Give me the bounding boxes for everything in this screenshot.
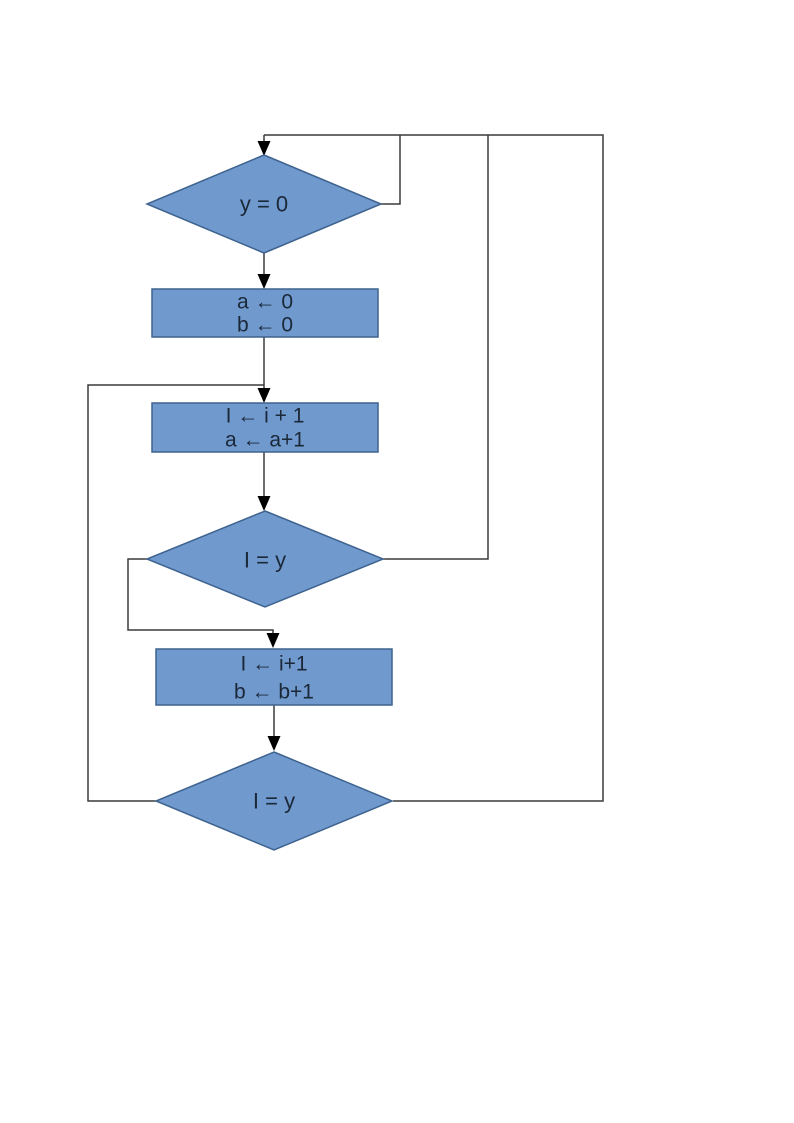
decision-bottom-label: I = y (253, 789, 295, 814)
process-inc-b-line-1: I ← i+1 (240, 653, 307, 676)
arrow-head-icon (257, 274, 271, 289)
process-inc-b-box (155, 648, 393, 706)
edge-far-right-loop (264, 134, 604, 802)
edge-right-loop-mid (383, 135, 489, 560)
decision-top-label: y = 0 (240, 192, 288, 217)
edge-self-loop-right (380, 135, 401, 205)
edge-far-left-loop (87, 384, 264, 802)
process-init-line-1: a ← 0 (237, 291, 293, 314)
arrow-head-icon (257, 496, 271, 511)
process-inc-a-box (151, 402, 379, 453)
decision-mid-diamond (145, 510, 385, 608)
node-process-inc-a: I ← i + 1 a ← a+1 (151, 402, 379, 453)
edge-mid-to-inc-b (127, 558, 274, 634)
arrow-head-icon (267, 736, 281, 751)
arrow-head-icon (257, 141, 271, 156)
node-process-init: a ← 0 b ← 0 (151, 288, 379, 338)
node-decision-top: y = 0 (145, 154, 383, 254)
process-init-line-2: b ← 0 (237, 314, 293, 337)
decision-bottom-diamond (154, 751, 394, 851)
node-decision-bottom: I = y (154, 751, 394, 851)
process-inc-b-line-2: b ← b+1 (234, 681, 314, 704)
arrow-head-icon (257, 388, 271, 403)
decision-mid-label: I = y (244, 548, 286, 573)
process-init-box (151, 288, 379, 338)
node-process-inc-b: I ← i+1 b ← b+1 (155, 648, 393, 706)
process-inc-a-line-1: I ← i + 1 (226, 405, 305, 428)
arrow-head-icon (266, 633, 280, 648)
decision-top-diamond (145, 154, 383, 254)
process-inc-a-line-2: a ← a+1 (225, 429, 305, 452)
node-decision-mid: I = y (145, 510, 385, 608)
